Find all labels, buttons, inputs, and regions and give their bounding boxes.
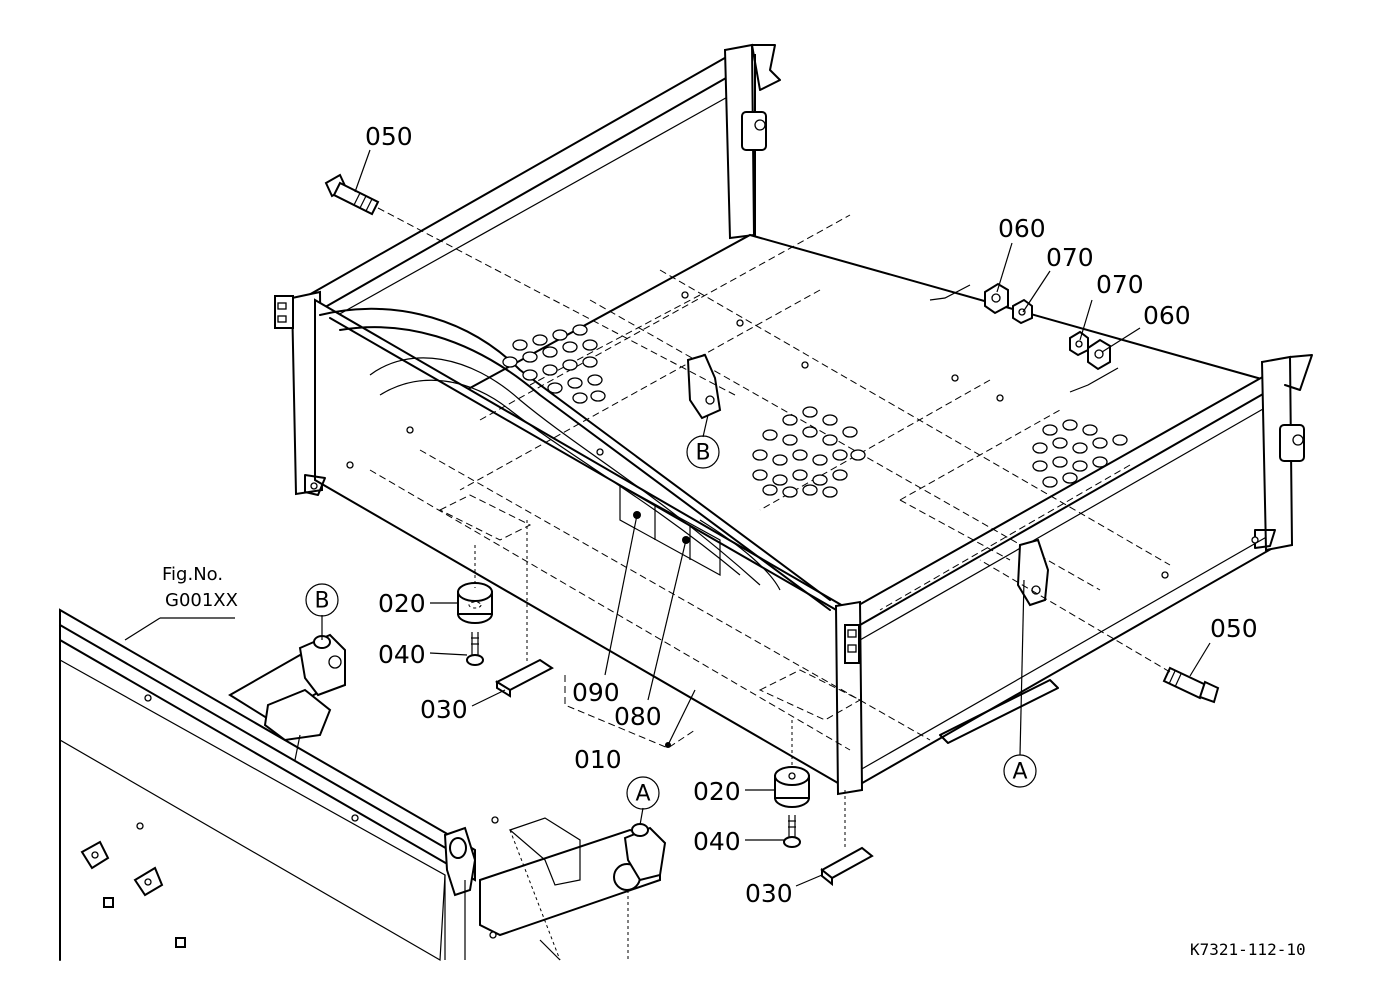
- callout-090: 090: [572, 678, 620, 707]
- nut-060-b: [1087, 338, 1111, 371]
- plate-030-right: [820, 790, 874, 887]
- cargo-bed: [274, 43, 1313, 796]
- callout-050-right: 050: [1210, 614, 1258, 643]
- marker-b-frame: B: [305, 583, 339, 617]
- callout-080: 080: [614, 702, 662, 731]
- fig-ref-number: G001XX: [165, 590, 238, 611]
- perforation-pattern-right: [1032, 419, 1128, 488]
- bolt-050-top: [324, 173, 380, 216]
- marker-b-deck: B: [686, 435, 720, 469]
- drawing-code: K7321-112-10: [1190, 940, 1306, 959]
- plate-030-left: [494, 520, 554, 698]
- callout-020-right: 020: [693, 777, 741, 806]
- leader-lines: [124, 149, 1211, 887]
- cushion-020-right: [774, 766, 810, 808]
- fig-ref-label: Fig.No.: [162, 564, 223, 585]
- svg-text:A: A: [1012, 760, 1027, 785]
- callout-040-right: 040: [693, 827, 741, 856]
- callout-070-b: 070: [1096, 270, 1144, 299]
- callout-030-left: 030: [420, 695, 468, 724]
- marker-a-frame: A: [626, 776, 660, 810]
- svg-text:A: A: [635, 782, 650, 807]
- vehicle-frame: [59, 608, 667, 962]
- screw-040-left: [466, 632, 484, 666]
- nut-060-a: [984, 282, 1009, 315]
- callout-050-top: 050: [365, 122, 413, 151]
- perforation-pattern-left: [502, 324, 606, 404]
- callout-030-right: 030: [745, 879, 793, 908]
- callout-060-a: 060: [998, 214, 1046, 243]
- callout-010: 010: [574, 745, 622, 774]
- callout-060-b: 060: [1143, 301, 1191, 330]
- svg-text:B: B: [695, 441, 710, 466]
- bolt-050-right: [1162, 666, 1220, 704]
- callout-020-left: 020: [378, 589, 426, 618]
- nut-070-b: [1069, 330, 1089, 357]
- perforation-pattern-center: [752, 406, 866, 498]
- callout-070-a: 070: [1046, 243, 1094, 272]
- svg-text:B: B: [314, 589, 329, 614]
- screw-040-right: [783, 815, 801, 848]
- marker-a-deck: A: [1003, 754, 1037, 788]
- cushion-020-left: [457, 582, 493, 624]
- callout-040-left: 040: [378, 640, 426, 669]
